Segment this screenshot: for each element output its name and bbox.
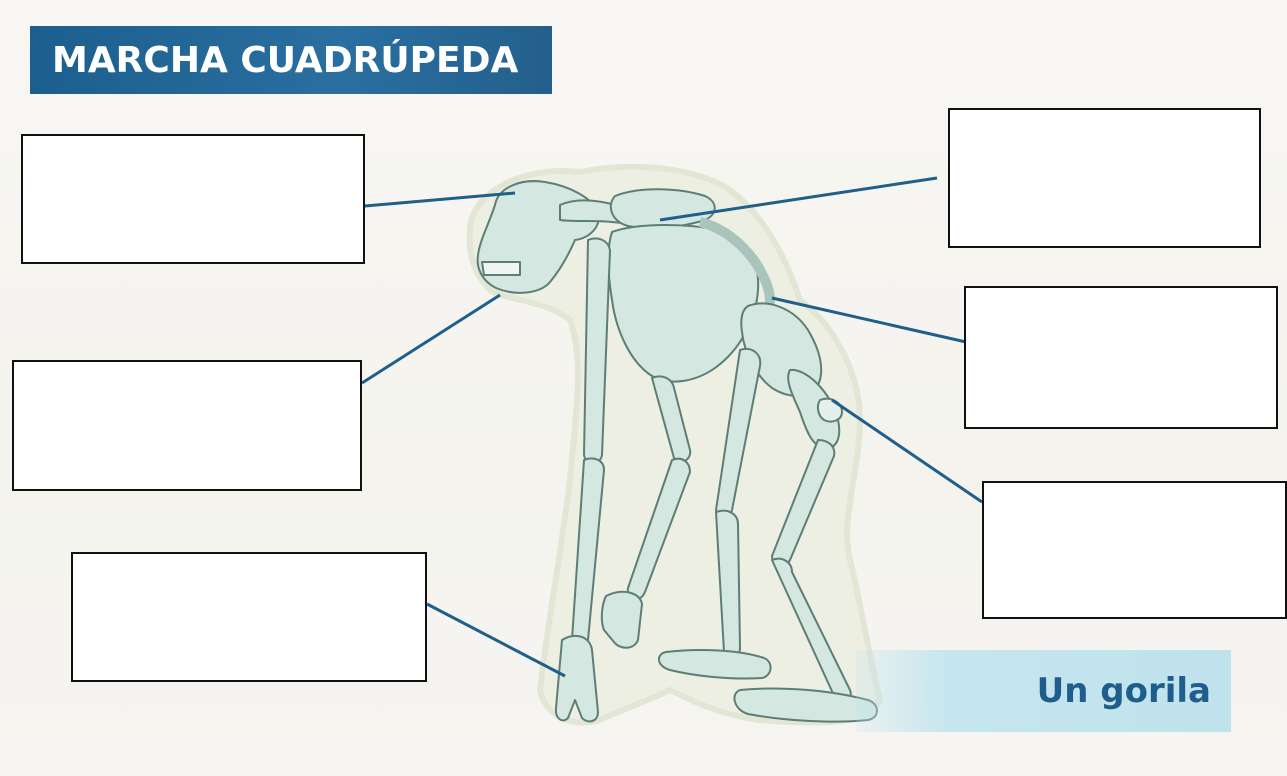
leader-line-jaw [362,295,500,383]
teeth [482,262,520,275]
label-box-shoulder-blade[interactable] [948,108,1261,248]
patella [818,399,842,422]
scapula [611,189,715,228]
label-box-hand[interactable] [71,552,427,682]
label-box-pelvis[interactable] [964,286,1278,429]
label-box-jaw[interactable] [12,360,362,491]
figure-caption: Un gorila [1037,671,1211,711]
label-box-skull[interactable] [21,134,365,264]
label-box-knee[interactable] [982,481,1287,619]
caption-banner: Un gorila [856,650,1231,732]
